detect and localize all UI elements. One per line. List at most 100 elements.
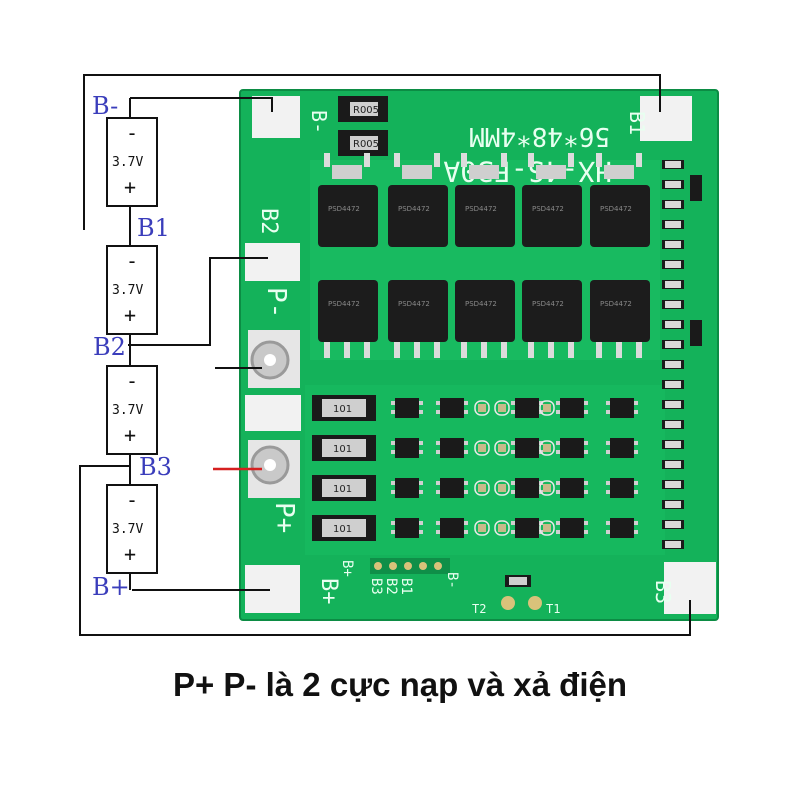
smd-capacitor [539,400,555,416]
mosfet-marking: PSD4472 [465,300,497,308]
smd-resistor [662,540,684,549]
smd-component [511,518,543,538]
smd-resistor [662,440,684,449]
label-b1: B1 [137,214,170,242]
svg-text:P-: P- [261,287,291,318]
smd-component [606,438,638,458]
pad-p-minus: P- [248,287,300,388]
resistor-value: 101 [333,524,352,535]
cell-minus-sign: - [126,121,138,145]
label-b2: B2 [93,333,126,361]
mosfet-marking: PSD4472 [532,300,564,308]
smd-resistor [662,460,684,469]
cell-minus-sign: - [126,369,138,393]
smd-component [556,398,588,418]
svg-text:B-: B- [307,110,331,134]
pad-p-plus: P+ [248,440,300,533]
smd-component [511,478,543,498]
svg-text:T1: T1 [546,602,560,616]
cell-plus-sign: + [124,303,136,327]
smd-component [436,518,468,538]
smd-component [606,518,638,538]
smd-resistor [662,420,684,429]
label-b-plus: B+ [92,573,130,601]
svg-text:B3: B3 [651,580,675,604]
balance-resistor: 101 [312,515,376,541]
smd-resistor [662,220,684,229]
svg-text:B3: B3 [368,578,384,595]
pad-b1: B1 [625,96,692,141]
svg-text:B-: B- [444,572,460,589]
label-b3: B3 [139,453,172,481]
mosfet: PSD4472 [522,153,582,247]
battery-cell: -3.7V+ [106,484,158,574]
smd-component [511,398,543,418]
balance-resistor: 101 [312,435,376,461]
smd-resistor [662,300,684,309]
cell-minus-sign: - [126,249,138,273]
smd-component [606,478,638,498]
pad-b2: B2 [245,208,300,281]
mosfet: PSD4472 [590,280,650,358]
cell-voltage: 3.7V [112,283,143,298]
svg-text:P+: P+ [269,502,299,533]
svg-text:B2: B2 [256,208,281,235]
battery-cell: - 3.7V + [106,245,158,335]
smd-resistor [662,260,684,269]
svg-text:B2: B2 [383,578,399,595]
smd-component [606,398,638,418]
smd-resistor [662,180,684,189]
smd-capacitor [474,440,490,456]
smd-resistor [662,520,684,529]
battery-cells: -3.7V+-3.7V+-3.7V+-3.7V+ [106,117,158,574]
svg-text:R005: R005 [353,139,379,150]
mosfet-marking: PSD4472 [465,205,497,213]
smd-resistor [662,340,684,349]
smd-capacitor [494,480,510,496]
cell-voltage: 3.7V [112,403,143,418]
mosfet: PSD4472 [455,153,515,247]
sot-transistor [690,175,702,201]
smd-capacitor [494,520,510,536]
svg-text:HX-4S-F30A: HX-4S-F30A [443,155,612,188]
mosfet-marking: PSD4472 [328,205,360,213]
smd-component [556,518,588,538]
caption: P+ P- là 2 cực nạp và xả điện [172,666,628,703]
svg-text:R005: R005 [353,105,379,116]
smd-resistor [662,320,684,329]
right-side-components [662,160,702,549]
cell-plus-sign: + [124,423,136,447]
smd-capacitor [494,440,510,456]
smd-component [436,438,468,458]
smd-resistor [662,480,684,489]
svg-text:B1: B1 [625,111,649,135]
label-b-minus: B- [92,92,118,120]
shunt-resistors: R005 R005 [338,96,388,156]
smd-capacitor [474,480,490,496]
cell-plus-sign: + [124,175,136,199]
smd-resistor [662,160,684,169]
smd-resistor [662,500,684,509]
smd-capacitor [474,520,490,536]
smd-component [436,478,468,498]
smd-capacitor [474,400,490,416]
svg-text:T2: T2 [472,602,486,616]
cell-voltage: 3.7V [112,155,143,170]
resistor-value: 101 [333,484,352,495]
cell-voltage: 3.7V [112,522,143,537]
mosfet: PSD4472 [388,280,448,358]
mosfet: PSD4472 [590,153,650,247]
pad-b-minus: B- [252,96,331,138]
balance-header: B+ B3 B2 B1 B- [339,558,460,595]
smd-component [391,518,423,538]
mosfet-marking: PSD4472 [600,205,632,213]
mosfet: PSD4472 [455,280,515,358]
smd-component [511,438,543,458]
smd-resistor [662,280,684,289]
svg-text:56*48*4MM: 56*48*4MM [469,121,610,151]
smd-component [391,438,423,458]
smd-resistor [662,360,684,369]
mosfet: PSD4472 [522,280,582,358]
smd-resistor [662,200,684,209]
